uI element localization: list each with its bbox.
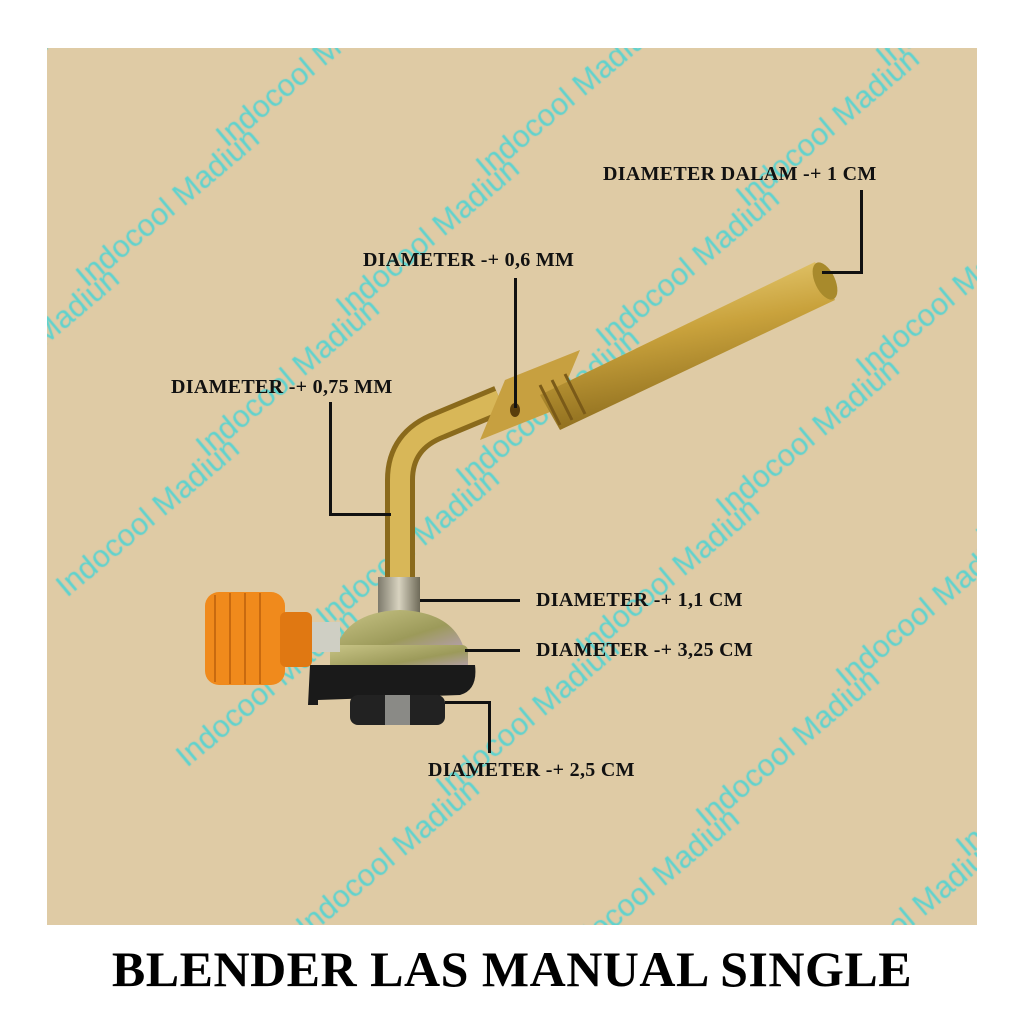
leader-line — [488, 701, 491, 753]
watermark-layer — [47, 48, 977, 925]
leader-line — [329, 513, 391, 516]
orange-knob — [205, 592, 312, 685]
label-nozzle-hole: DIAMETER -+ 0,6 MM — [363, 249, 575, 271]
leader-line — [465, 649, 520, 652]
regulator-body — [308, 577, 476, 725]
product-title: BLENDER LAS MANUAL SINGLE — [111, 941, 913, 997]
leader-line — [822, 271, 863, 274]
label-neck: DIAMETER -+ 1,1 CM — [536, 589, 743, 611]
leader-line — [860, 190, 863, 274]
product-photo — [47, 48, 977, 925]
label-bend-tube: DIAMETER -+ 0,75 MM — [171, 376, 393, 398]
leader-line — [514, 278, 517, 408]
label-base: DIAMETER -+ 2,5 CM — [428, 759, 635, 781]
leader-line — [329, 402, 332, 516]
brass-tube — [385, 262, 838, 585]
leader-line — [420, 599, 520, 602]
label-ring: DIAMETER -+ 3,25 CM — [536, 639, 754, 661]
leader-line — [445, 701, 491, 704]
label-inner-diameter: DIAMETER DALAM -+ 1 CM — [603, 163, 877, 185]
